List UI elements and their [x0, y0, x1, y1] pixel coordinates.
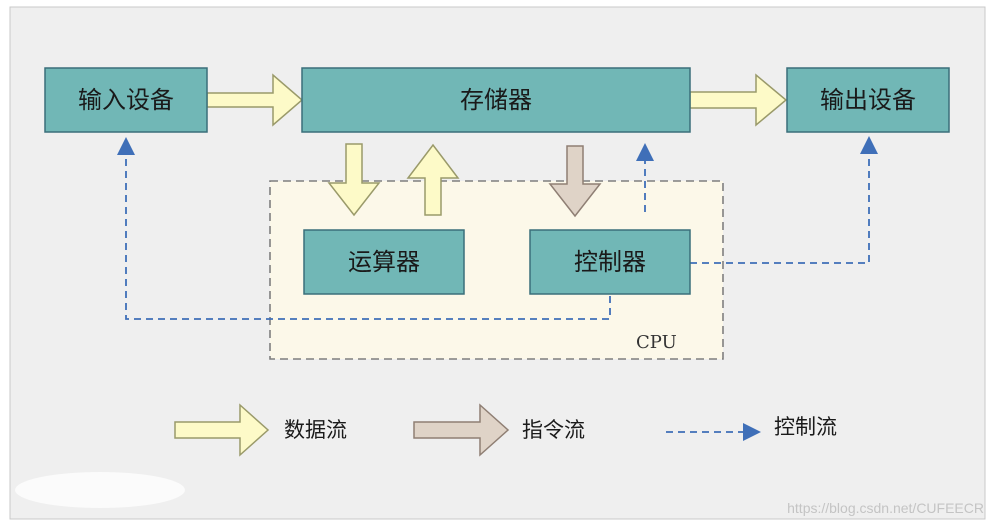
cpu-label: CPU — [636, 332, 677, 353]
alu-label: 运算器 — [348, 248, 420, 276]
control-unit-box: 控制器 — [529, 229, 691, 295]
memory-box: 存储器 — [301, 67, 691, 133]
output-device-label: 输出设备 — [820, 86, 916, 114]
legend-control-flow-label: 控制流 — [774, 415, 837, 439]
control-line-to-output — [690, 136, 878, 264]
data-arrow-memory-to-output — [689, 73, 788, 127]
control-unit-label: 控制器 — [574, 248, 646, 276]
legend: 数据流 指令流 控制流 — [174, 403, 837, 457]
control-line-to-input — [117, 137, 611, 320]
legend-instruction-flow-arrow — [413, 403, 510, 457]
alu-box: 运算器 — [303, 229, 465, 295]
watermark-text: https://blog.csdn.net/CUFEECR — [787, 500, 984, 516]
data-arrow-memory-to-alu — [327, 143, 381, 217]
input-device-label: 输入设备 — [78, 86, 174, 114]
data-arrow-input-to-memory — [206, 73, 304, 127]
legend-instruction-flow-label: 指令流 — [522, 418, 585, 442]
input-device-box: 输入设备 — [44, 67, 208, 133]
smudge-mark — [15, 472, 185, 508]
legend-data-flow-arrow — [174, 403, 270, 457]
legend-data-flow-label: 数据流 — [284, 418, 347, 442]
output-device-box: 输出设备 — [786, 67, 950, 133]
data-arrow-alu-to-memory — [406, 143, 460, 216]
memory-label: 存储器 — [460, 86, 532, 114]
instruction-arrow-memory-to-control — [548, 145, 602, 218]
